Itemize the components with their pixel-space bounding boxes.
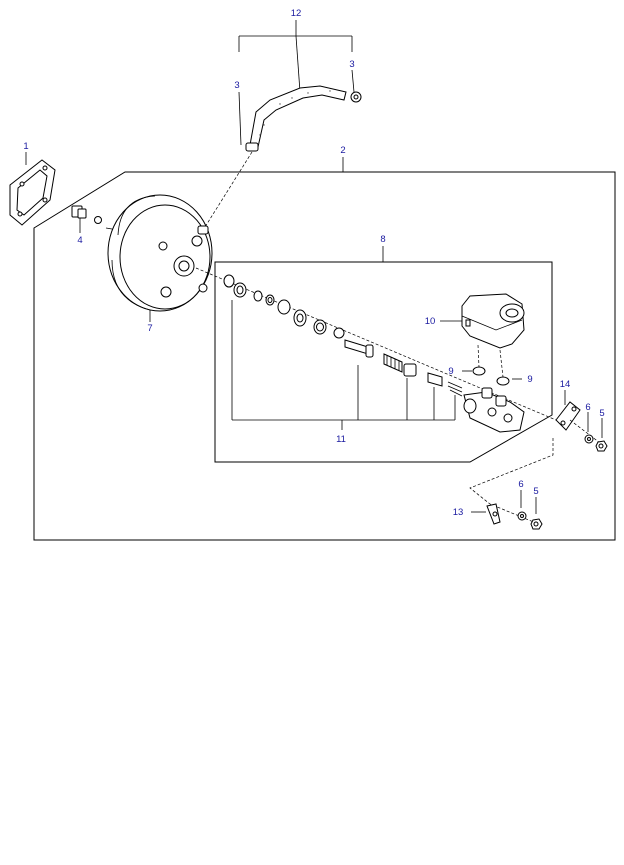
callout-8: 8	[380, 234, 385, 245]
callout-labels: 1 2 3 3 4 5 5 6 6 7 8 9 9 10 11 12 13 14	[23, 8, 604, 518]
callout-1: 1	[23, 141, 28, 152]
callout-10: 10	[425, 316, 436, 327]
callout-14: 14	[560, 379, 571, 390]
callout-4: 4	[77, 235, 82, 246]
callout-5-upper: 5	[599, 408, 604, 419]
callout-7: 7	[147, 323, 152, 334]
clevis-fitting	[71, 205, 102, 233]
bracket-13	[471, 503, 501, 525]
bracket-plate	[555, 390, 605, 447]
pistons-springs	[231, 300, 463, 430]
callout-3-right: 3	[349, 59, 354, 70]
brake-booster	[105, 194, 213, 322]
fluid-reservoir	[440, 293, 525, 349]
grommets	[462, 344, 522, 386]
callout-2: 2	[340, 145, 345, 156]
callout-12: 12	[291, 8, 302, 19]
nut-5b	[530, 497, 543, 530]
nut-5a	[595, 418, 608, 452]
callout-9-left: 9	[448, 366, 453, 377]
seal-kit	[223, 274, 345, 339]
master-cylinder	[463, 387, 525, 433]
washer-6a	[584, 412, 594, 444]
vacuum-hose	[245, 85, 362, 152]
callout-6-lower: 6	[518, 479, 523, 490]
callout-11: 11	[336, 434, 346, 445]
gasket	[9, 152, 56, 226]
washer-6b	[517, 490, 527, 521]
hose-bracket-lines	[238, 20, 355, 146]
lower-dashed-line	[469, 438, 554, 524]
callout-6-upper: 6	[585, 402, 590, 413]
callout-3-left: 3	[234, 80, 239, 91]
hose-dashed-line	[199, 151, 253, 236]
callout-5-lower: 5	[533, 486, 538, 497]
callout-9-right: 9	[527, 374, 532, 385]
assembly-frame-2	[33, 157, 616, 541]
callout-13: 13	[453, 507, 464, 518]
inner-frame-8	[214, 246, 553, 463]
